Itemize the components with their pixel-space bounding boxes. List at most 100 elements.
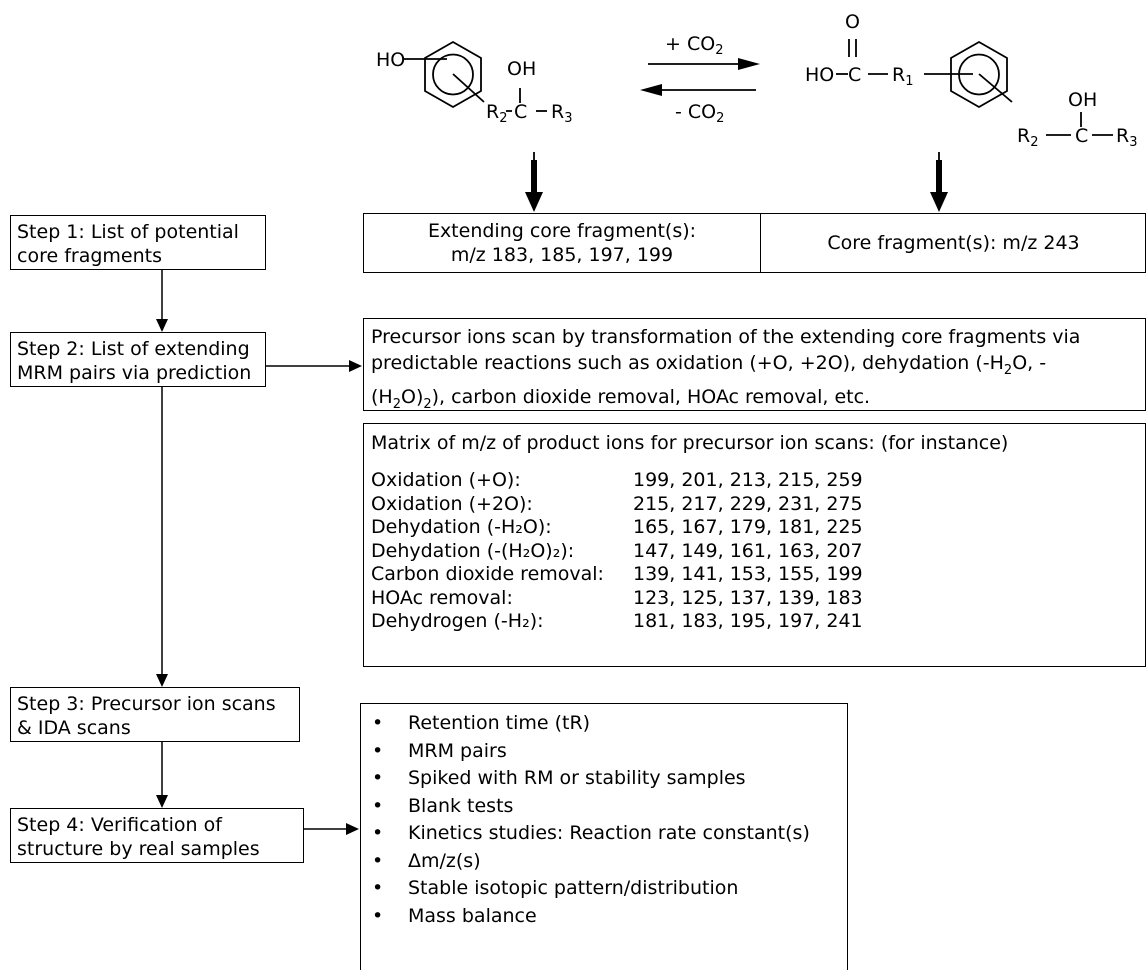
matrix-row: Dehydation (-H₂O): 165, 167, 179, 181, 22… [371, 516, 1145, 540]
bullet-icon: • [372, 794, 384, 817]
step3-line2: & IDA scans [17, 717, 131, 739]
left-ring-circle [432, 53, 474, 96]
left-c-label: C [514, 101, 527, 123]
bullet-icon: • [372, 904, 384, 927]
arrow-step4-to-verification [346, 823, 359, 835]
core-fragment-cell: Core fragment(s): m/z 243 [762, 214, 1145, 272]
matrix-row-values: 215, 217, 229, 231, 275 [633, 492, 863, 515]
core-fragment-text: Core fragment(s): m/z 243 [827, 232, 1080, 254]
bullet-icon: • [372, 877, 384, 899]
right-c2-label: C [1075, 125, 1088, 147]
matrix-row-label: Dehydrogen (-H₂): [371, 610, 544, 632]
matrix-row-values: 181, 183, 195, 197, 241 [633, 610, 863, 632]
arrow-step3-to-step4 [156, 795, 168, 808]
matrix-row-values: 199, 201, 213, 215, 259 [633, 469, 863, 491]
matrix-row-values: 147, 149, 161, 163, 207 [633, 539, 863, 562]
extending-fragment-title: Extending core fragment(s): [427, 220, 697, 242]
verification-item-text: Mass balance [408, 904, 537, 927]
right-ho-label: HO [805, 64, 834, 86]
right-o-label: O [845, 11, 860, 33]
verification-item: • Mass balance [372, 903, 847, 931]
precursor-line3: (H2O)2), carbon dioxide removal, HOAc re… [371, 385, 871, 412]
fragment-box: Extending core fragment(s): m/z 183, 185… [363, 213, 1146, 273]
verification-item: • Stable isotopic pattern/distribution [372, 875, 847, 903]
matrix-row: HOAc removal: 123, 125, 137, 139, 183 [371, 587, 1145, 611]
verification-item: • Kinetics studies: Reaction rate constan… [372, 820, 847, 848]
svg-text:R1: R1 [892, 64, 913, 89]
bullet-icon: • [372, 739, 384, 762]
step1-box: Step 1: List of potential core fragments [10, 215, 266, 270]
step2-box: Step 2: List of extending MRM pairs via … [10, 332, 266, 387]
verification-item: • MRM pairs [372, 738, 847, 766]
extending-fragment-values: m/z 183, 185, 197, 199 [450, 244, 674, 266]
right-oh-label: OH [1068, 89, 1097, 111]
matrix-row-label: Dehydation (-(H₂O)₂): [371, 539, 575, 562]
step4-box: Step 4: Verification of structure by rea… [10, 808, 304, 863]
matrix-row: Carbon dioxide removal: 139, 141, 153, 15… [371, 563, 1145, 587]
forward-co2-label: + CO [665, 33, 715, 55]
matrix-row-values: 139, 141, 153, 155, 199 [633, 563, 863, 585]
matrix-row-label: HOAc removal: [371, 586, 513, 609]
matrix-row-label: Oxidation (+O): [371, 469, 521, 491]
left-ho-label: HO [376, 49, 405, 71]
step3-box: Step 3: Precursor ion scans & IDA scans [10, 687, 300, 742]
bullet-icon: • [372, 849, 384, 872]
verification-item-text: Δm/z(s) [408, 849, 481, 872]
matrix-row-label: Dehydation (-H₂O): [371, 516, 552, 538]
matrix-title: Matrix of m/z of product ions for precur… [371, 432, 1009, 454]
arrow-down-left-fragment [525, 192, 543, 212]
svg-text:R2: R2 [1017, 125, 1038, 150]
right-benzene-ring [950, 40, 1008, 109]
step2-line2: MRM pairs via prediction [17, 362, 252, 384]
verification-item: • Blank tests [372, 793, 847, 821]
svg-text:R3: R3 [551, 101, 572, 126]
precursor-line1: Precursor ions scan by transformation of… [371, 326, 1081, 348]
matrix-box: Matrix of m/z of product ions for precur… [363, 423, 1146, 667]
verification-item-text: Blank tests [408, 794, 514, 817]
verification-item: • Δm/z(s) [372, 848, 847, 876]
reverse-co2-label: - CO [675, 101, 716, 123]
bullet-icon: • [372, 822, 384, 844]
verification-list: • Retention time (tR) • MRM pairs • Spiked wi… [372, 710, 847, 930]
step1-line2: core fragments [17, 245, 162, 267]
precursor-line2: predictable reactions such as oxidation … [371, 352, 1047, 378]
arrow-step2-to-step3 [156, 674, 168, 687]
bullet-icon: • [372, 712, 384, 734]
extending-core-fragment-cell: Extending core fragment(s): m/z 183, 185… [364, 214, 761, 272]
verification-box: • Retention time (tR) • MRM pairs • Spiked wi… [360, 703, 848, 970]
verification-item: • Retention time (tR) [372, 710, 847, 738]
verification-item-text: Stable isotopic pattern/distribution [408, 877, 739, 899]
svg-text:- CO2: - CO2 [675, 101, 724, 126]
left-benzene-ring [424, 40, 482, 109]
matrix-row: Oxidation (+O): 199, 201, 213, 215, 259 [371, 469, 1145, 493]
matrix-row-values: 165, 167, 179, 181, 225 [633, 516, 863, 538]
matrix-row: Oxidation (+2O): 215, 217, 229, 231, 275 [371, 493, 1145, 517]
arrow-step2-to-precursor [349, 360, 362, 372]
verification-item-text: Retention time (tR) [408, 712, 591, 734]
left-oh-label: OH [507, 58, 536, 80]
verification-item-text: MRM pairs [408, 739, 507, 762]
matrix-row: Dehydation (-(H₂O)₂): 147, 149, 161, 163,… [371, 540, 1145, 564]
reaction-scheme: HO OH R2 C R3 + CO2 - CO2 O HO C R1 OH R… [376, 11, 1137, 160]
arrow-down-core-fragment [930, 192, 948, 212]
step4-line2: structure by real samples [17, 838, 260, 860]
verification-item: • Spiked with RM or stability samples [372, 765, 847, 793]
matrix-row: Dehydrogen (-H₂): 181, 183, 195, 197, 241 [371, 610, 1145, 634]
verification-item-text: Kinetics studies: Reaction rate constant… [408, 822, 810, 844]
step2-line1: Step 2: List of extending [17, 338, 250, 360]
precursor-box: Precursor ions scan by transformation of… [363, 318, 1146, 412]
verification-item-text: Spiked with RM or stability samples [408, 767, 746, 789]
matrix-row-label: Carbon dioxide removal: [371, 563, 604, 585]
arrow-step1-to-step2 [156, 319, 168, 332]
matrix-row-label: Oxidation (+2O): [371, 492, 533, 515]
svg-text:R2: R2 [486, 101, 507, 126]
svg-text:+ CO2: + CO2 [665, 33, 723, 58]
matrix-row-values: 123, 125, 137, 139, 183 [633, 586, 863, 609]
step3-line1: Step 3: Precursor ion scans [17, 693, 276, 715]
step1-line1: Step 1: List of potential [17, 221, 239, 243]
right-c-label: C [848, 64, 861, 86]
svg-text:R3: R3 [1116, 125, 1137, 150]
bullet-icon: • [372, 767, 384, 789]
